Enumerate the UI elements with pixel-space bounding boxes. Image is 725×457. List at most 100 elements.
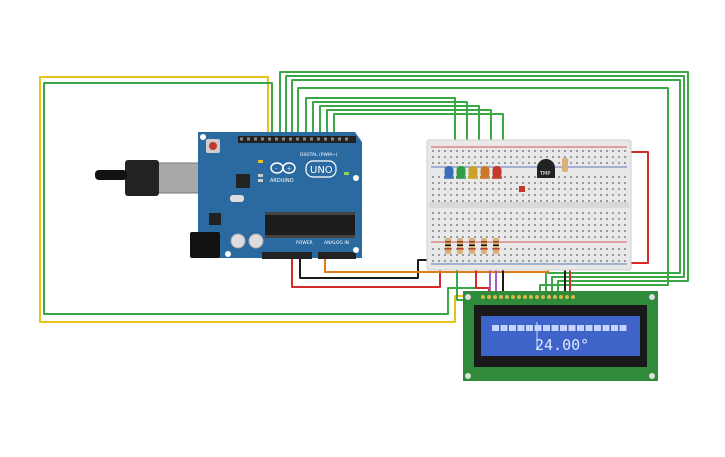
arduino-uno-board[interactable]: DIGITAL (PWM~) – + ARDUINO UNO POWER ANA… <box>95 132 362 259</box>
breadboard-hole <box>492 162 494 164</box>
wire-green-short <box>456 262 463 301</box>
breadboard-hole <box>624 224 626 226</box>
breadboard-hole <box>516 182 518 184</box>
breadboard-hole <box>516 194 518 196</box>
breadboard-hole <box>546 254 548 256</box>
usb-cable-plug <box>125 160 159 196</box>
lcd-pin[interactable] <box>505 295 509 299</box>
breadboard-hole <box>462 182 464 184</box>
breadboard-hole <box>588 176 590 178</box>
header-pin[interactable] <box>345 137 348 141</box>
breadboard-hole <box>438 194 440 196</box>
breadboard-hole <box>534 194 536 196</box>
breadboard-hole <box>612 224 614 226</box>
lcd-pin[interactable] <box>499 295 503 299</box>
header-pin[interactable] <box>247 137 250 141</box>
header-pin[interactable] <box>331 137 334 141</box>
power-jack <box>190 232 220 258</box>
header-pin[interactable] <box>240 137 243 141</box>
breadboard-hole <box>588 260 590 262</box>
lcd-pin[interactable] <box>547 295 551 299</box>
lcd-char-block <box>594 325 601 331</box>
breadboard-hole <box>444 212 446 214</box>
breadboard-hole <box>432 182 434 184</box>
breadboard-hole <box>612 150 614 152</box>
breadboard-hole <box>486 212 488 214</box>
header-pin[interactable] <box>282 137 285 141</box>
lcd-pin[interactable] <box>553 295 557 299</box>
led-red <box>492 166 502 179</box>
reset-button-cap[interactable] <box>209 142 217 150</box>
breadboard-hole <box>456 236 458 238</box>
breadboard-hole <box>606 200 608 202</box>
breadboard-hole <box>618 156 620 158</box>
breadboard-hole <box>570 156 572 158</box>
lcd-char-block <box>517 325 525 331</box>
lcd-pin[interactable] <box>559 295 563 299</box>
breadboard-hole <box>612 260 614 262</box>
lcd-pin[interactable] <box>481 295 485 299</box>
breadboard-hole <box>492 236 494 238</box>
breadboard-hole <box>600 236 602 238</box>
breadboard-hole <box>468 200 470 202</box>
breadboard-hole <box>498 236 500 238</box>
header-pin[interactable] <box>254 137 257 141</box>
lcd-pin[interactable] <box>487 295 491 299</box>
breadboard-hole <box>558 188 560 190</box>
breadboard-hole <box>522 150 524 152</box>
header-pin[interactable] <box>310 137 313 141</box>
lcd-pin[interactable] <box>523 295 527 299</box>
lcd-pin[interactable] <box>517 295 521 299</box>
lcd-pin[interactable] <box>535 295 539 299</box>
breadboard-hole <box>624 230 626 232</box>
breadboard-hole <box>450 218 452 220</box>
wire-yellow-loop <box>39 76 476 323</box>
breadboard-hole <box>606 248 608 250</box>
breadboard-hole <box>492 156 494 158</box>
breadboard-hole <box>486 260 488 262</box>
breadboard-hole <box>582 200 584 202</box>
breadboard-hole <box>552 236 554 238</box>
breadboard-hole <box>618 236 620 238</box>
wire-green-lcd-3 <box>291 79 681 296</box>
temperature-sensor[interactable]: TMP <box>537 159 555 178</box>
header-pin[interactable] <box>303 137 306 141</box>
breadboard-hole <box>504 254 506 256</box>
breadboard-hole <box>438 254 440 256</box>
breadboard-hole <box>444 260 446 262</box>
breadboard-hole <box>540 156 542 158</box>
lcd-row-1 <box>492 325 627 331</box>
header-pin[interactable] <box>317 137 320 141</box>
breadboard-hole <box>606 218 608 220</box>
breadboard-hole <box>510 188 512 190</box>
breadboard-hole <box>594 236 596 238</box>
breadboard-hole <box>558 224 560 226</box>
header-pin[interactable] <box>268 137 271 141</box>
breadboard-hole <box>456 156 458 158</box>
lcd-pin[interactable] <box>571 295 575 299</box>
header-pin[interactable] <box>338 137 341 141</box>
lcd-pin[interactable] <box>565 295 569 299</box>
breadboard-hole <box>582 260 584 262</box>
breadboard-hole <box>450 150 452 152</box>
breadboard-hole <box>468 224 470 226</box>
header-pin[interactable] <box>289 137 292 141</box>
breadboard-hole <box>600 176 602 178</box>
breadboard-hole <box>576 156 578 158</box>
header-pin[interactable] <box>324 137 327 141</box>
header-pin[interactable] <box>261 137 264 141</box>
lcd-pin[interactable] <box>493 295 497 299</box>
breadboard-hole <box>570 150 572 152</box>
lcd-pin[interactable] <box>529 295 533 299</box>
breadboard-hole <box>606 224 608 226</box>
breadboard-hole <box>516 162 518 164</box>
lcd-pin[interactable] <box>541 295 545 299</box>
header-pin[interactable] <box>296 137 299 141</box>
breadboard-hole <box>534 188 536 190</box>
lcd-pin[interactable] <box>511 295 515 299</box>
header-pin[interactable] <box>275 137 278 141</box>
breadboard-hole <box>498 200 500 202</box>
lcd-char-block <box>611 325 618 331</box>
breadboard-hole <box>510 176 512 178</box>
breadboard-hole <box>462 194 464 196</box>
